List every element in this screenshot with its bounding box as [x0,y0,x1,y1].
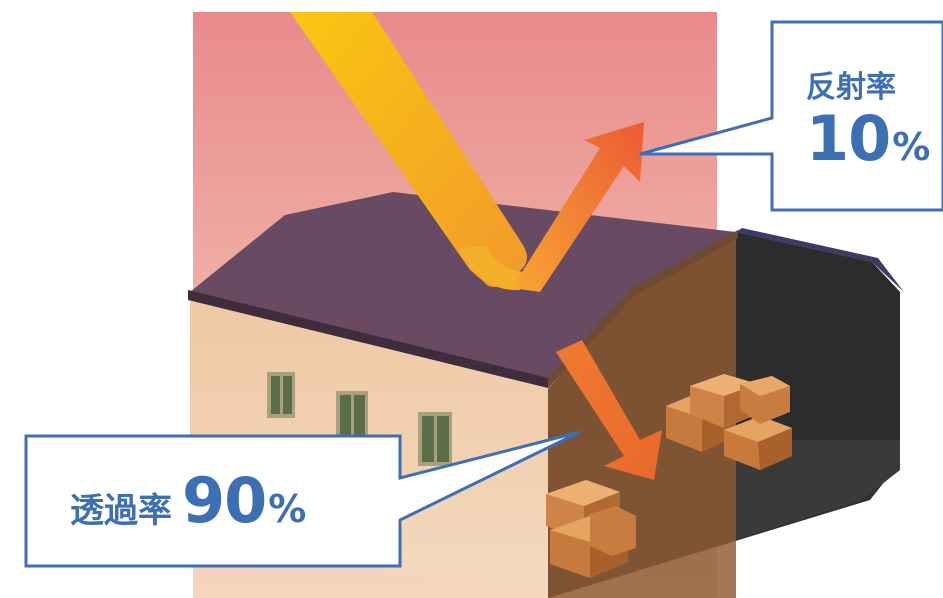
window [267,372,295,418]
window [336,391,368,439]
reflected-arrow [512,122,644,292]
roof-eave-end [548,230,738,388]
transmission-value: 90 [182,464,267,537]
reflection-callout-box [639,20,943,212]
transmission-unit: % [268,487,307,531]
warehouse-roof [190,192,736,382]
sun-ray-bend [458,246,528,291]
roof-eave [188,290,548,388]
window [418,412,452,466]
transmission-callout: 透過率 90% [70,470,306,532]
reflection-unit: % [892,125,931,169]
cardboard-boxes [546,480,636,578]
reflection-label: 反射率 [806,70,896,105]
transmission-label: 透過率 [70,491,172,531]
warehouse-roof-back [736,228,904,292]
reflection-value: 10 [806,102,891,175]
transmitted-arrow [556,340,662,480]
reflection-value-group: 10% [806,108,930,170]
reflection-callout: 反射率 10% [806,62,930,170]
transmission-callout-box [24,430,581,568]
sun-ray-arrow [290,12,527,287]
cardboard-boxes [666,374,792,470]
